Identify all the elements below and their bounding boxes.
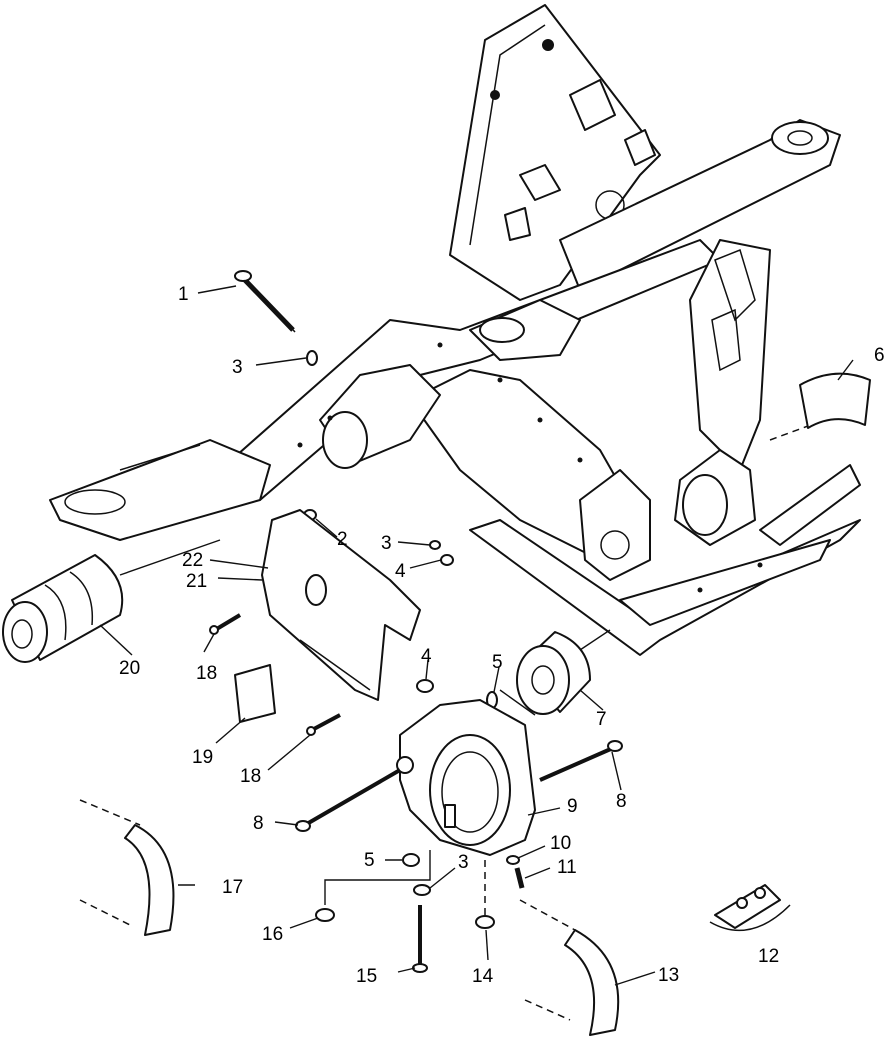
- part-12-connecting-link: [709, 884, 791, 932]
- callout-15: 15: [356, 966, 377, 987]
- part-8-bolt-right: [539, 740, 623, 782]
- callout-18: 18: [196, 663, 217, 684]
- callout-4: 4: [421, 646, 432, 667]
- part-9-housing: [396, 689, 536, 856]
- callout-9: 9: [567, 796, 578, 817]
- part-1-long-bolt: [234, 270, 296, 333]
- callout-8: 8: [253, 813, 264, 834]
- callout-18: 18: [240, 766, 261, 787]
- part-3-washer-upper: [306, 350, 318, 366]
- callout-21: 21: [186, 571, 207, 592]
- part-17-chain: [79, 799, 175, 936]
- callout-16: 16: [262, 924, 283, 945]
- part-6-pad: [769, 372, 871, 441]
- part-11-bolt: [514, 867, 525, 889]
- callout-14: 14: [472, 966, 494, 987]
- part-20-roller: [2, 539, 221, 663]
- part-3-washer-middle: [429, 540, 441, 550]
- callout-labels: 1 2 3 3 3 4 4 5 5 6 7 8 8 9 10 11 12 13 …: [119, 284, 885, 987]
- callout-3: 3: [232, 357, 243, 378]
- part-18-screw-upper: [209, 613, 242, 635]
- callout-3: 3: [458, 852, 469, 873]
- part-3-washer-lower: [413, 884, 431, 896]
- callout-2: 2: [337, 529, 348, 550]
- callout-5: 5: [492, 652, 503, 673]
- part-7-bushing: [516, 629, 611, 715]
- part-19-decal: [234, 664, 276, 723]
- part-5-washer-lower: [402, 853, 420, 867]
- part-16-nut: [315, 850, 431, 922]
- part-18-screw-lower: [306, 713, 341, 736]
- callout-11: 11: [557, 857, 577, 878]
- callout-6: 6: [874, 345, 885, 366]
- part-14-washer: [475, 860, 495, 929]
- part-15-bolt: [412, 905, 428, 973]
- part-10-washer: [506, 855, 520, 865]
- callout-1: 1: [178, 284, 189, 305]
- part-21-chain-guard: [261, 509, 421, 701]
- callout-22: 22: [182, 550, 203, 571]
- callout-10: 10: [550, 833, 571, 854]
- part-4-nut-middle: [440, 554, 454, 566]
- callout-20: 20: [119, 658, 140, 679]
- callout-5: 5: [364, 850, 375, 871]
- callout-13: 13: [658, 965, 679, 986]
- callout-17: 17: [222, 877, 243, 898]
- callout-4: 4: [395, 561, 406, 582]
- callout-8: 8: [616, 791, 627, 812]
- vehicle-frame: [49, 4, 861, 656]
- part-4-nut-lower: [416, 679, 434, 693]
- callout-12: 12: [758, 946, 779, 967]
- callout-19: 19: [192, 747, 213, 768]
- part-13-chain: [519, 899, 620, 1036]
- part-8-bolt-left: [295, 768, 402, 832]
- leader-lines: [99, 285, 854, 986]
- callout-7: 7: [596, 709, 607, 730]
- callout-3: 3: [381, 533, 392, 554]
